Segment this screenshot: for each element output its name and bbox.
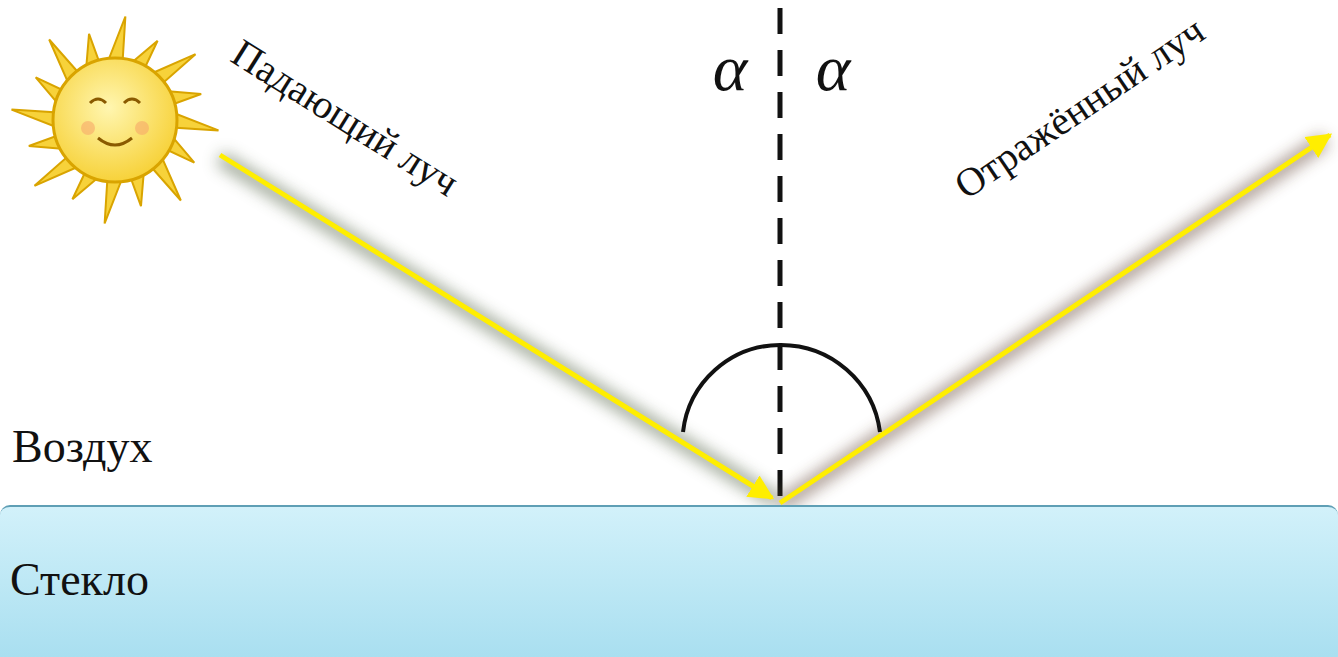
- medium-label: Воздух: [12, 424, 152, 470]
- sun-icon: [12, 17, 219, 224]
- angle-arc: [780, 345, 880, 432]
- ray-shadow: [220, 140, 1325, 505]
- ray-label: Отражённый луч: [948, 10, 1212, 206]
- angle-label: α: [713, 35, 748, 101]
- reflected-ray: [780, 135, 1330, 503]
- normal-line: [778, 8, 783, 504]
- incident-ray: [220, 155, 772, 498]
- medium-label: Стекло: [10, 553, 149, 606]
- glass-band: Стекло: [0, 505, 1338, 657]
- angle-label: α: [816, 35, 851, 101]
- angle-arc: [683, 345, 780, 432]
